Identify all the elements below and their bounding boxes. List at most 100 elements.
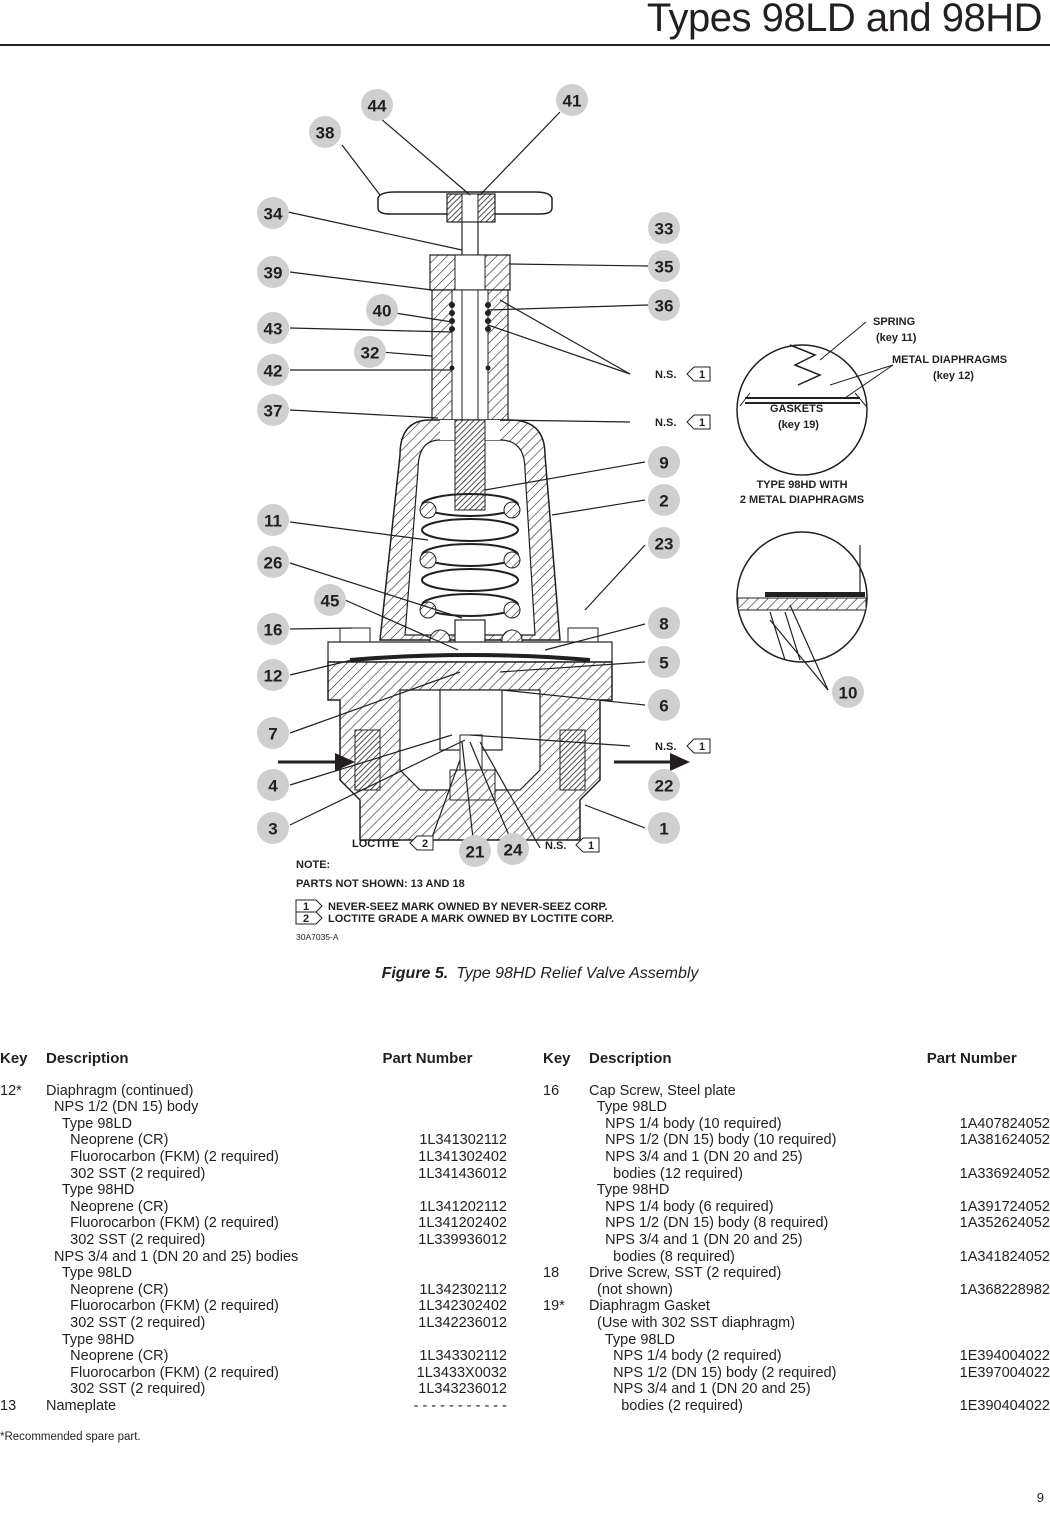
row-part-number: - - - - - - - - - - - xyxy=(413,1397,507,1414)
table-row: (Use with 302 SST diaphragm) xyxy=(543,1315,1050,1332)
flow-arrows xyxy=(278,753,690,771)
footnote: *Recommended spare part. xyxy=(0,1431,141,1443)
table-row: NPS 3/4 and 1 (DN 20 and 25) xyxy=(543,1149,1050,1166)
callout-bubble: 26 xyxy=(257,546,289,578)
callout-bubble: 7 xyxy=(257,717,289,749)
row-part-number: 1E394004022 xyxy=(959,1348,1050,1365)
parts-table-left: Key Description Part Number 12*Diaphragm… xyxy=(0,1050,507,1414)
row-description: (Use with 302 SST diaphragm) xyxy=(589,1314,796,1331)
callout-number: 41 xyxy=(563,92,582,111)
row-key xyxy=(543,1315,589,1332)
row-key xyxy=(0,1381,46,1398)
callout-bubble: 9 xyxy=(648,446,680,478)
callout-number: 9 xyxy=(659,454,668,473)
row-part-number: 1L341302112 xyxy=(419,1132,507,1149)
callout-circle xyxy=(648,527,680,559)
callout-circle xyxy=(648,212,680,244)
table-row: 302 SST (2 required)1L341436012 xyxy=(0,1166,507,1183)
callout-bubble: 41 xyxy=(556,84,588,116)
row-description: Type 98HD xyxy=(589,1182,670,1199)
table-row: NPS 1/4 body (6 required)1A391724052 xyxy=(543,1199,1050,1216)
table-row: Type 98LD xyxy=(0,1265,507,1282)
ns-label: N.S. xyxy=(655,369,676,381)
callout-circle xyxy=(257,197,289,229)
row-part-number: 1L343236012 xyxy=(418,1381,507,1398)
callout-circle xyxy=(257,354,289,386)
row-key xyxy=(543,1398,589,1415)
callout-number: 16 xyxy=(264,621,283,640)
callout-bubble: 5 xyxy=(648,646,680,678)
callout-number: 21 xyxy=(466,843,485,862)
callout-bubble: 22 xyxy=(648,769,680,801)
callout-circle xyxy=(257,769,289,801)
callout-circle xyxy=(556,84,588,116)
row-description: NPS 1/2 (DN 15) body xyxy=(46,1099,199,1116)
row-key: 16 xyxy=(543,1082,560,1099)
ns-label: N.S. xyxy=(545,840,566,852)
note-parts-not-shown: PARTS NOT SHOWN: 13 AND 18 xyxy=(296,878,465,890)
callout-circle xyxy=(648,769,680,801)
callout-bubble: 8 xyxy=(648,607,680,639)
callout-number: 23 xyxy=(655,535,674,554)
detail-metal-key: (key 12) xyxy=(933,370,974,382)
flag-2: 2 xyxy=(422,838,428,850)
note-flag-2: 2 xyxy=(303,913,309,925)
row-key xyxy=(0,1298,46,1315)
figure-caption-label: Figure 5. xyxy=(381,965,449,982)
row-part-number xyxy=(927,1083,1050,1100)
callout-number: 36 xyxy=(655,297,674,316)
callout-bubble: 38 xyxy=(309,116,341,148)
callout-number: 5 xyxy=(659,654,668,673)
flag-1: 1 xyxy=(699,417,705,429)
table-row: NPS 1/2 (DN 15) body (8 required)1A35262… xyxy=(543,1215,1050,1232)
row-description: Diaphragm (continued) xyxy=(46,1082,194,1099)
row-part-number: 1A381624052 xyxy=(959,1132,1050,1149)
callout-circle xyxy=(648,689,680,721)
callout-bubble: 4 xyxy=(257,769,289,801)
callout-number: 40 xyxy=(373,302,392,321)
row-key xyxy=(0,1132,46,1149)
callout-bubble: 33 xyxy=(648,212,680,244)
figure-caption-text: Type 98HD Relief Valve Assembly xyxy=(456,965,699,982)
flag-1: 1 xyxy=(699,741,705,753)
table-row: NPS 3/4 and 1 (DN 20 and 25) bodies xyxy=(0,1249,507,1266)
callout-circle xyxy=(648,446,680,478)
callout-number: 4 xyxy=(268,777,278,796)
callout-circle xyxy=(648,646,680,678)
row-key xyxy=(543,1282,589,1299)
table-row: Fluorocarbon (FKM) (2 required)1L3413024… xyxy=(0,1149,507,1166)
table-row: Fluorocarbon (FKM) (2 required)1L3412024… xyxy=(0,1215,507,1232)
row-key xyxy=(543,1249,589,1266)
row-description: Type 98HD xyxy=(46,1182,135,1199)
row-description: bodies (12 required) xyxy=(589,1165,743,1182)
callout-circle xyxy=(257,256,289,288)
callout-circle xyxy=(257,613,289,645)
row-description: 302 SST (2 required) xyxy=(46,1231,206,1248)
callout-bubble: 1 xyxy=(648,812,680,844)
note-flag-numbers: 1 1 1 1 2 xyxy=(422,369,705,852)
flag-1: 1 xyxy=(699,369,705,381)
row-key xyxy=(0,1149,46,1166)
callout-circle xyxy=(459,835,491,867)
callout-bubble: 34 xyxy=(257,197,289,229)
detail-title-2: 2 METAL DIAPHRAGMS xyxy=(740,494,864,506)
detail-metal-diaphragms: SPRING (key 11) METAL DIAPHRAGMS (key 12… xyxy=(736,316,1007,506)
row-description: Fluorocarbon (FKM) (2 required) xyxy=(46,1148,279,1165)
callout-bubble: 24 xyxy=(497,833,529,865)
callout-circle xyxy=(257,394,289,426)
callout-circle xyxy=(257,812,289,844)
row-key xyxy=(543,1215,589,1232)
table-row: NPS 1/4 body (2 required)1E394004022 xyxy=(543,1348,1050,1365)
row-description: Type 98LD xyxy=(589,1099,667,1116)
row-key xyxy=(0,1182,46,1199)
callout-number: 39 xyxy=(264,264,283,283)
callout-circle xyxy=(648,484,680,516)
column-header-part-number: Part Number xyxy=(926,1050,1017,1067)
row-description: Nameplate xyxy=(46,1397,117,1414)
loctite-label: LOCTITE xyxy=(352,838,399,850)
row-part-number xyxy=(927,1298,1050,1315)
row-key xyxy=(0,1315,46,1332)
row-part-number: 1A368228982 xyxy=(959,1281,1050,1298)
table-row: Neoprene (CR)1L341302112 xyxy=(0,1132,507,1149)
